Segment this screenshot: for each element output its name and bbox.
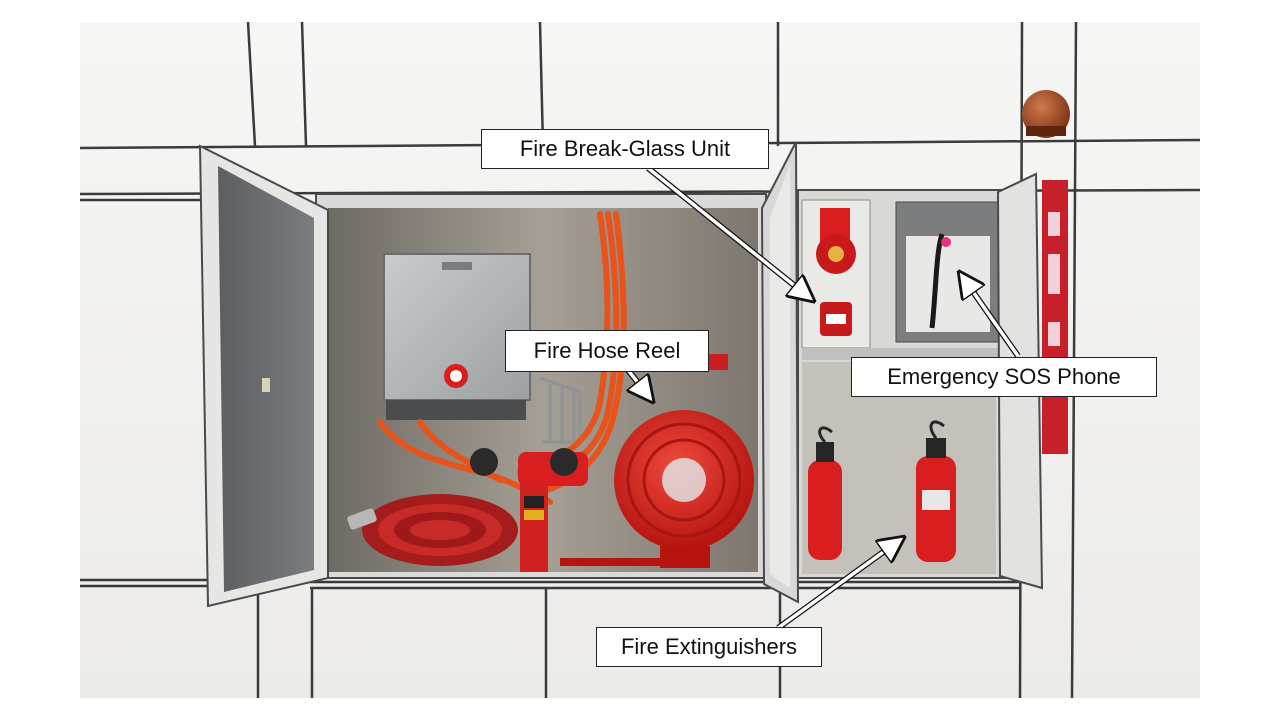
flat-hose-roll [347, 494, 518, 566]
left-door [198, 144, 329, 608]
fire-extinguisher-2 [916, 420, 956, 562]
fire-extinguisher-1 [808, 426, 842, 560]
label-sos-phone: Emergency SOS Phone [851, 357, 1157, 397]
alarm-panel [801, 199, 871, 349]
sos-phone-box [895, 201, 1005, 343]
label-break-glass: Fire Break-Glass Unit [481, 129, 769, 169]
reel-sign [708, 354, 728, 370]
red-fire-sign [1042, 180, 1068, 454]
cable-tray [539, 376, 582, 444]
hose-reel [560, 410, 754, 568]
middle-door [760, 141, 800, 604]
label-extinguishers: Fire Extinguishers [596, 627, 822, 667]
beacon-light [1022, 90, 1070, 138]
label-hose-reel: Fire Hose Reel [505, 330, 709, 372]
electrical-box [383, 253, 531, 420]
hydrant-valve [470, 448, 588, 572]
